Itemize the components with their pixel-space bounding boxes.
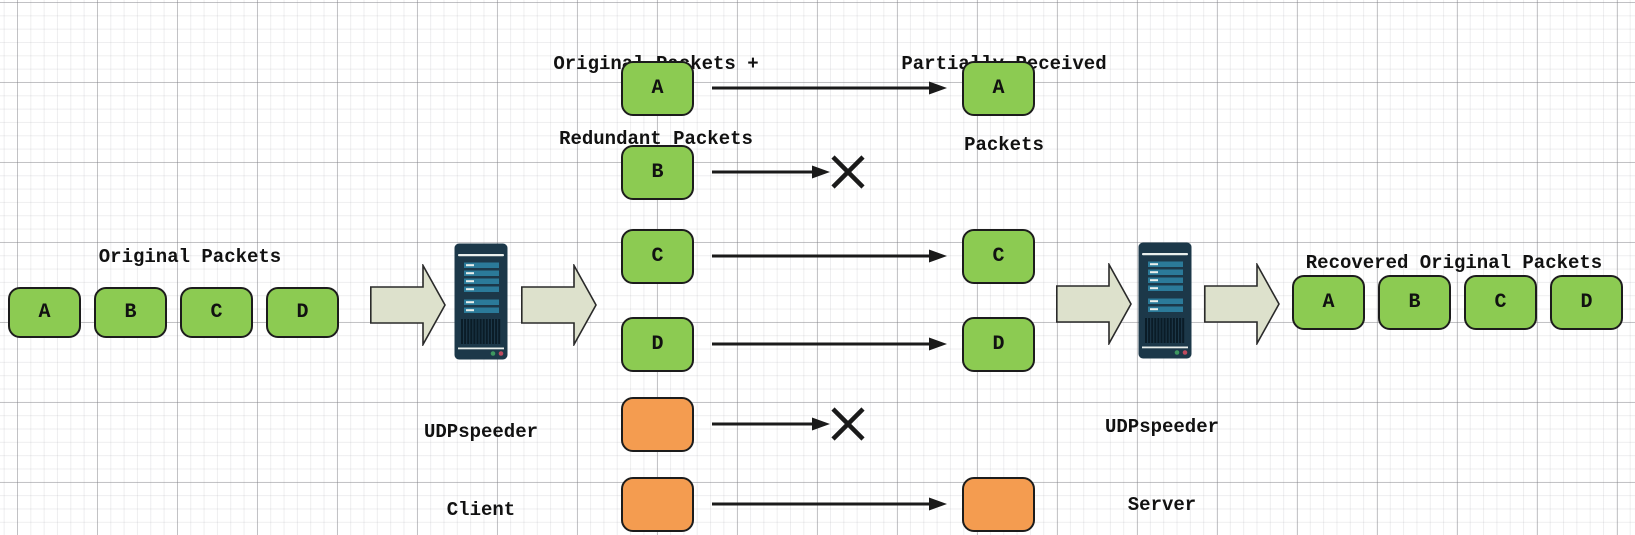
sent-redundant-packet xyxy=(621,477,694,532)
packet-label: A xyxy=(651,77,664,100)
sent-redundant-packet xyxy=(621,397,694,452)
transmission-arrow-icon xyxy=(712,81,947,95)
flow-arrow-icon xyxy=(370,264,446,346)
vent-slats xyxy=(1145,318,1185,343)
packet-d: D xyxy=(1550,275,1623,330)
sent-packet: C xyxy=(621,229,694,284)
recovered-packets-title: Recovered Original Packets xyxy=(1305,252,1603,274)
transmission-arrow-icon xyxy=(712,249,947,263)
server-icon xyxy=(1138,242,1192,359)
transmission-arrow-icon xyxy=(712,497,947,511)
packet-a: A xyxy=(1292,275,1365,330)
client-label-line2: Client xyxy=(446,499,516,521)
packet-b: B xyxy=(94,287,167,338)
transmission-arrow-icon xyxy=(712,165,830,179)
packet-c: C xyxy=(1464,275,1537,330)
sent-column-title: Original Packets + Redundant Packets xyxy=(506,2,806,202)
server-label-line1: UDPspeeder xyxy=(1104,416,1220,438)
packet-a: A xyxy=(8,287,81,338)
sent-packet: B xyxy=(621,145,694,200)
received-redundant-packet xyxy=(962,477,1035,532)
client-label-line1: UDPspeeder xyxy=(423,421,539,443)
packet-label: A xyxy=(992,77,1005,100)
server-label: UDPspeeder Server xyxy=(1062,362,1262,535)
received-packet: A xyxy=(962,61,1035,116)
led-red-icon xyxy=(1182,350,1188,355)
packet-label: B xyxy=(1408,291,1421,314)
packet-b: B xyxy=(1378,275,1451,330)
led-green-icon xyxy=(490,351,496,356)
original-packets-title: Original Packets xyxy=(98,246,282,268)
packet-label: D xyxy=(992,333,1005,356)
flow-arrow-icon xyxy=(1204,263,1280,345)
sent-packet: A xyxy=(621,61,694,116)
received-packet: C xyxy=(962,229,1035,284)
sent-column-title-line2: Redundant Packets xyxy=(559,128,753,150)
transmission-arrow-icon xyxy=(712,417,830,431)
packet-label: D xyxy=(296,301,309,324)
packet-label: C xyxy=(992,245,1005,268)
packet-lost-x-icon xyxy=(831,407,865,441)
led-red-icon xyxy=(498,351,504,356)
flow-arrow-icon xyxy=(1056,263,1132,345)
received-column-title-line2: Packets xyxy=(964,134,1044,156)
packet-label: B xyxy=(651,161,664,184)
client-label: UDPspeeder Client xyxy=(381,367,581,535)
flow-arrow-icon xyxy=(521,264,597,346)
original-packets-row: A B C D xyxy=(8,287,339,338)
led-green-icon xyxy=(1174,350,1180,355)
packet-label: A xyxy=(38,301,51,324)
packet-label: B xyxy=(124,301,137,324)
packet-label: C xyxy=(1494,291,1507,314)
packet-label: C xyxy=(651,245,664,268)
packet-label: A xyxy=(1322,291,1335,314)
vent-slats xyxy=(461,319,501,344)
server-label-line2: Server xyxy=(1127,494,1197,516)
received-packet: D xyxy=(962,317,1035,372)
packet-label: D xyxy=(651,333,664,356)
packet-label: C xyxy=(210,301,223,324)
packet-label: D xyxy=(1580,291,1593,314)
transmission-arrow-icon xyxy=(712,337,947,351)
packet-lost-x-icon xyxy=(831,155,865,189)
packet-c: C xyxy=(180,287,253,338)
recovered-packets-row: A B C D xyxy=(1292,275,1623,330)
client-server-icon xyxy=(454,243,508,360)
sent-packet: D xyxy=(621,317,694,372)
packet-d: D xyxy=(266,287,339,338)
